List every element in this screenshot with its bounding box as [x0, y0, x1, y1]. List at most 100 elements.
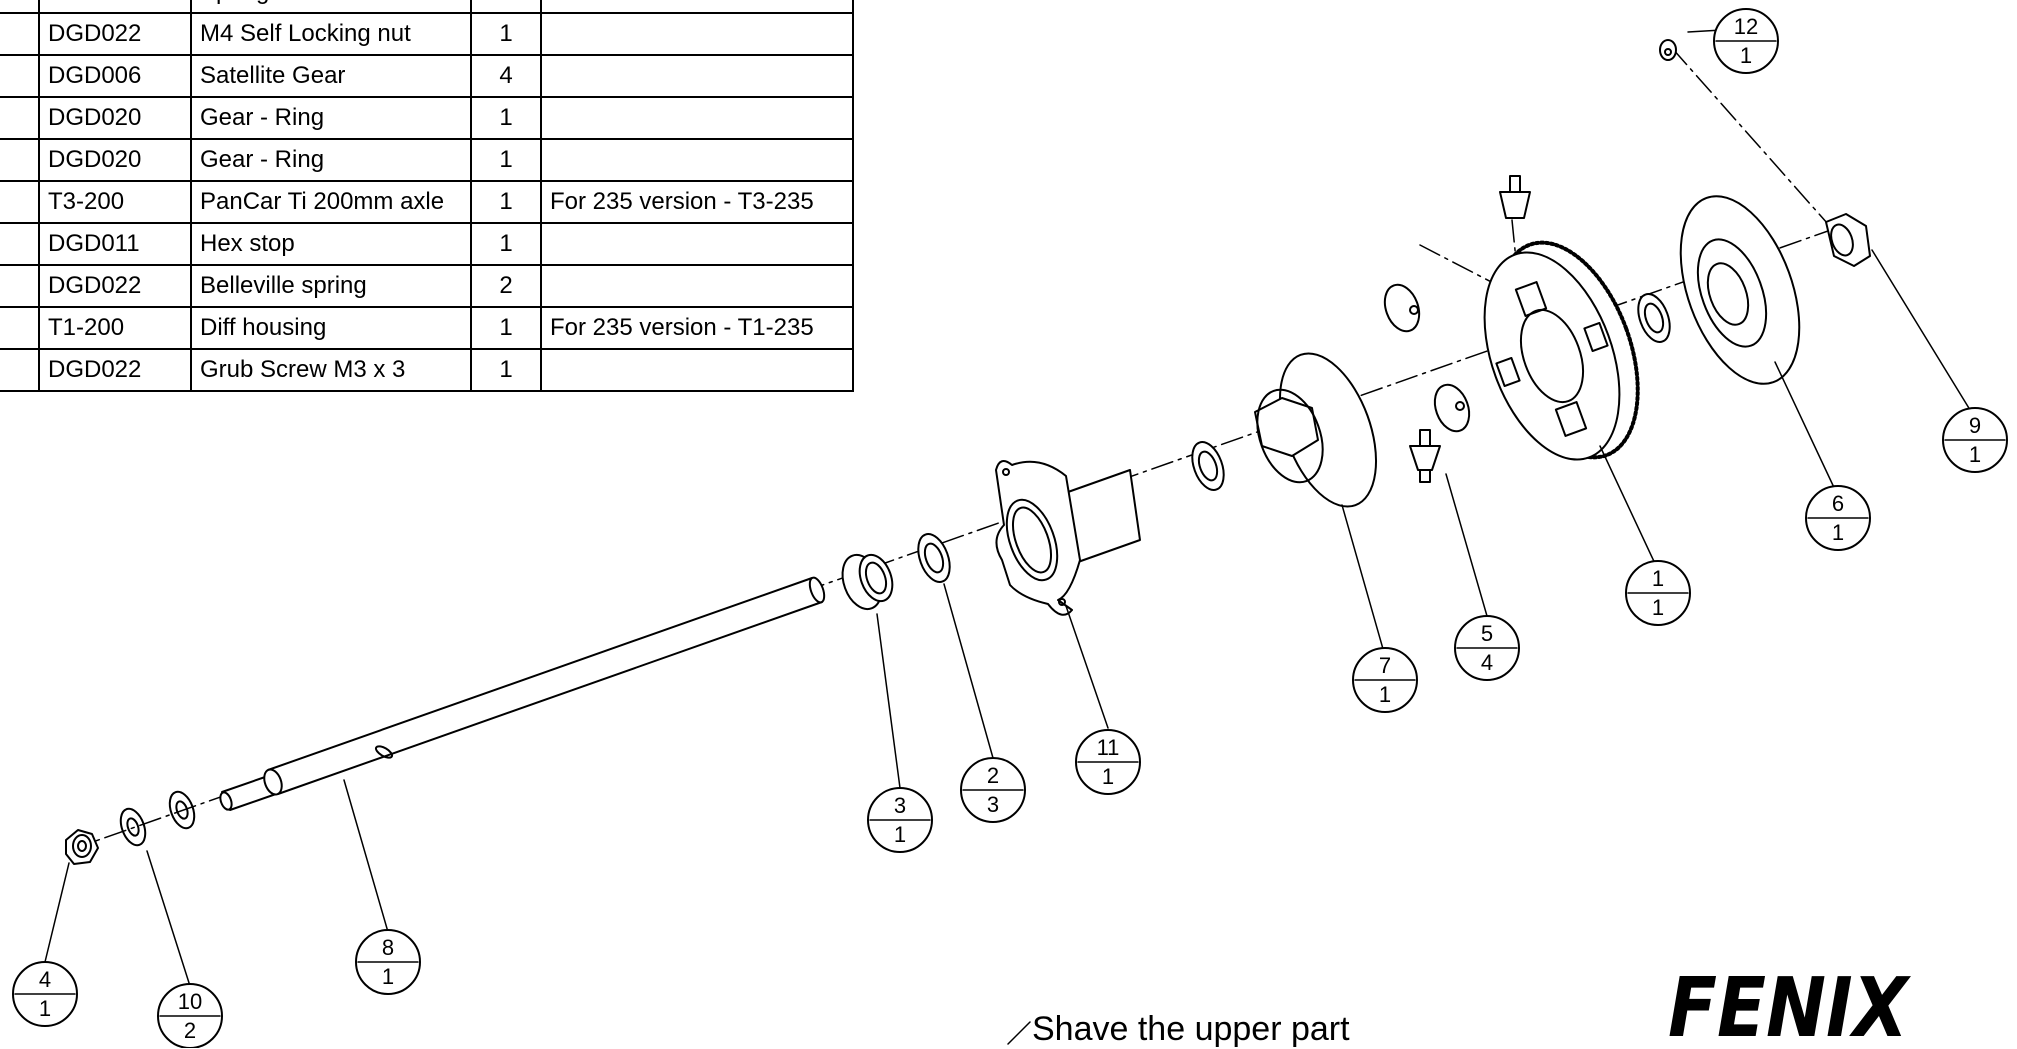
hex-stop-part — [1825, 213, 1871, 267]
note-cell — [540, 0, 854, 14]
balloon-quantity: 1 — [382, 964, 394, 989]
quantity-cell: 1 — [470, 180, 542, 224]
balloon-item-number: 12 — [1734, 14, 1758, 39]
item-number-cell — [0, 12, 40, 56]
balloon-quantity: 1 — [1832, 520, 1844, 545]
balloon-item-number: 4 — [39, 967, 51, 992]
balloon-item-number: 9 — [1969, 413, 1981, 438]
gear-ring-part — [1254, 352, 1378, 508]
balloon-item-number: 5 — [1481, 621, 1493, 646]
balloon-item-number: 11 — [1097, 735, 1120, 760]
quantity-cell: 1 — [470, 0, 542, 14]
item-number-cell — [0, 264, 40, 308]
quantity-cell: 1 — [470, 306, 542, 350]
part-number-cell: T3-200 — [38, 180, 192, 224]
description-cell: Spring holder — [190, 0, 472, 14]
logo-wordmark: FENIX — [1668, 970, 1911, 1044]
note-cell — [540, 54, 854, 98]
balloon-quantity: 1 — [1652, 595, 1664, 620]
axle-part — [219, 576, 826, 811]
table-row: DGD022 M4 Self Locking nut 1 — [0, 12, 854, 56]
balloon-quantity: 1 — [1379, 682, 1391, 707]
item-number-cell — [0, 348, 40, 392]
quantity-cell: 4 — [470, 54, 542, 98]
grub-screw-part — [1659, 39, 1677, 61]
balloon-quantity: 1 — [1102, 764, 1114, 789]
quantity-cell: 1 — [470, 138, 542, 182]
note-cell — [540, 96, 854, 140]
balloon-2: 2 3 — [960, 757, 1026, 823]
balloon-item-number: 2 — [987, 763, 999, 788]
item-number-cell — [0, 222, 40, 266]
part-number-cell: DGD022 — [38, 348, 192, 392]
table-row: DGD022 Belleville spring 2 — [0, 264, 854, 308]
spur-gear-part — [1483, 240, 1640, 461]
balloon-quantity: 1 — [894, 822, 906, 847]
bearing-cover-part — [1679, 195, 1801, 385]
description-cell: Diff housing — [190, 306, 472, 350]
diff-housing-part — [995, 460, 1141, 616]
balloon-6: 6 1 — [1805, 485, 1871, 551]
quantity-cell: 1 — [470, 12, 542, 56]
table-row: DGD011 Hex stop 1 — [0, 222, 854, 266]
note-cell — [540, 222, 854, 266]
balloon-1: 1 1 — [1625, 560, 1691, 626]
balloon-9: 9 1 — [1942, 407, 2008, 473]
balloon-7: 7 1 — [1352, 647, 1418, 713]
balloon-item-number: 6 — [1832, 491, 1844, 516]
balloon-quantity: 2 — [184, 1018, 196, 1043]
part-number-cell: DGD022 — [38, 0, 192, 14]
balloon-3: 3 1 — [867, 787, 933, 853]
quantity-cell: 1 — [470, 222, 542, 266]
note-cell — [540, 348, 854, 392]
note-cell — [540, 12, 854, 56]
table-row: DGD022 Grub Screw M3 x 3 1 — [0, 348, 854, 392]
part-number-cell: DGD020 — [38, 96, 192, 140]
note-cell: For 235 version - T3-235 — [540, 180, 854, 224]
item-number-cell — [0, 180, 40, 224]
satellite-gear-part — [1383, 175, 1531, 483]
table-row: DGD006 Satellite Gear 4 — [0, 54, 854, 98]
description-cell: PanCar Ti 200mm axle — [190, 180, 472, 224]
balloon-11: 11 1 — [1075, 729, 1141, 795]
note-leader-line — [1007, 1021, 1031, 1045]
balloon-item-number: 3 — [894, 793, 906, 818]
balloon-quantity: 1 — [39, 996, 51, 1021]
description-cell: Satellite Gear — [190, 54, 472, 98]
description-cell: Grub Screw M3 x 3 — [190, 348, 472, 392]
part-number-cell: DGD022 — [38, 12, 192, 56]
part-number-cell: DGD022 — [38, 264, 192, 308]
balloon-item-number: 1 — [1652, 566, 1664, 591]
part-number-cell: DGD006 — [38, 54, 192, 98]
note-cell: For 235 version - T1-235 — [540, 306, 854, 350]
table-row: DGD020 Gear - Ring 1 — [0, 96, 854, 140]
part-number-cell: DGD020 — [38, 138, 192, 182]
spring-holder-part — [841, 553, 894, 611]
balloon-10: 10 2 — [157, 983, 223, 1048]
balloon-item-number: 7 — [1379, 653, 1391, 678]
balloon-item-number: 8 — [382, 935, 394, 960]
description-cell: Gear - Ring — [190, 96, 472, 140]
belleville-spring-part — [119, 790, 196, 847]
balloon-5: 5 4 — [1454, 615, 1520, 681]
balloon-quantity: 1 — [1740, 43, 1752, 68]
table-row: T1-200 Diff housing 1 For 235 version - … — [0, 306, 854, 350]
table-row: DGD022 Spring holder 1 — [0, 0, 854, 14]
part-number-cell: DGD011 — [38, 222, 192, 266]
quantity-cell: 1 — [470, 96, 542, 140]
item-number-cell — [0, 138, 40, 182]
bearing-part — [917, 293, 1671, 583]
table-row: T3-200 PanCar Ti 200mm axle 1 For 235 ve… — [0, 180, 854, 224]
bom-table-body: DGD022 Spring holder 1 DGD022 M4 Self Lo… — [0, 0, 854, 392]
item-number-cell — [0, 96, 40, 140]
leader-lines — [44, 29, 1976, 987]
balloon-item-number: 10 — [178, 989, 202, 1014]
balloon-quantity: 3 — [987, 792, 999, 817]
drawing-note: Shave the upper part — [1032, 1010, 1350, 1048]
bill-of-materials-table: DGD022 Spring holder 1 DGD022 M4 Self Lo… — [0, 0, 854, 392]
note-cell — [540, 264, 854, 308]
quantity-cell: 1 — [470, 348, 542, 392]
fenix-logo: FENIX — [1668, 970, 1911, 1044]
lock-nut-part — [65, 829, 99, 865]
